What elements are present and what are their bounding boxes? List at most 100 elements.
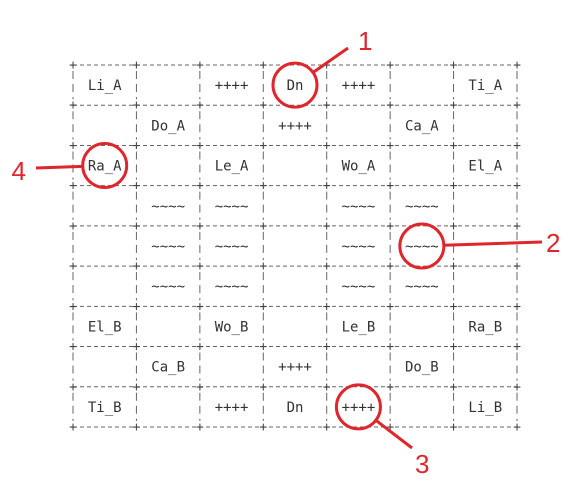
grid-corner-plus: + [196,259,204,274]
board-cell-label: ~~~~ [342,199,376,215]
grid-corner-plus: + [133,179,141,194]
board-cell-label: Le_A [215,159,249,175]
grid-corner-plus: + [450,420,458,435]
grid-corner-plus: + [69,219,77,234]
grid-corner-plus: + [323,420,331,435]
grid-corner-plus: + [196,219,204,234]
grid-corner-plus: + [386,219,394,234]
board-cell-label: Ti_A [468,78,502,94]
grid-corner-plus: + [513,299,521,314]
board-cell-label: ++++ [278,360,312,376]
callout-circle [334,383,382,431]
callout-number: 4 [12,156,26,186]
grid-corner-plus: + [386,380,394,395]
grid-corner-plus: + [259,58,267,73]
board-cell-label: ++++ [278,118,312,134]
callout-circle [81,142,129,190]
grid-corner-plus: + [450,98,458,113]
grid-corner-plus: + [133,58,141,73]
grid-corner-plus: + [513,380,521,395]
grid-corner-plus: + [69,259,77,274]
grid-corner-plus: + [450,259,458,274]
grid-corner-plus: + [69,179,77,194]
grid-corner-plus: + [133,340,141,355]
grid-corner-plus: + [323,98,331,113]
board-cell-label: Ca_A [405,118,439,134]
callout-leader-line [312,46,349,74]
board-cell-label: Li_B [468,400,502,416]
grid-corner-plus: + [386,299,394,314]
grid-corner-plus: + [259,219,267,234]
board-cell-label: ~~~~ [342,279,376,295]
grid-corner-plus: + [196,420,204,435]
board-cell-label: ++++ [342,400,376,416]
grid-corner-plus: + [133,299,141,314]
board-cell-label: ~~~~ [215,199,249,215]
grid-corner-plus: + [450,340,458,355]
grid-corner-plus: + [450,219,458,234]
grid-corner-plus: + [196,380,204,395]
callout-number: 3 [415,449,429,479]
grid-corner-plus: + [69,299,77,314]
board-cell-label: ~~~~ [151,279,185,295]
grid-corner-plus: + [69,340,77,355]
grid-corner-plus: + [196,58,204,73]
callout-circle [398,222,446,270]
grid-corner-plus: + [386,340,394,355]
board-cell-label: Le_B [342,319,376,335]
board-cell-label: ~~~~ [151,199,185,215]
board-cell-label: Wo_B [215,319,249,335]
grid-corner-plus: + [69,98,77,113]
grid-corner-plus: + [259,259,267,274]
grid-corner-plus: + [323,340,331,355]
board-cell-label: ~~~~ [342,239,376,255]
grid-corner-plus: + [133,98,141,113]
grid-corner-plus: + [450,299,458,314]
grid-corner-plus: + [513,138,521,153]
board-cell-label: ++++ [342,78,376,94]
board-cell-label: ~~~~ [215,279,249,295]
callout-circle [271,61,319,109]
grid-corner-plus: + [450,138,458,153]
grid-corner-plus: + [450,58,458,73]
grid-corner-plus: + [133,259,141,274]
board-cell-label: Wo_A [342,159,376,175]
grid-corner-plus: + [69,380,77,395]
board-cell-label: Do_A [151,118,185,134]
grid-corner-plus: + [513,259,521,274]
callout-number: 1 [358,26,372,56]
board-cell-label: ++++ [215,400,249,416]
grid-corner-plus: + [386,98,394,113]
board-cell-label: ~~~~ [405,199,439,215]
grid-corner-plus: + [513,179,521,194]
grid-corner-plus: + [513,420,521,435]
callout-leader-line [443,240,543,247]
grid-corner-plus: + [323,219,331,234]
grid-corner-plus: + [513,58,521,73]
grid-corner-plus: + [386,58,394,73]
grid-corner-plus: + [323,259,331,274]
grid-corner-plus: + [259,299,267,314]
grid-corner-plus: + [323,380,331,395]
grid-corner-plus: + [386,420,394,435]
grid-corner-plus: + [259,340,267,355]
grid-corner-plus: + [133,420,141,435]
grid-lines: ++++++++++++++++++++++++++++++++++++++++… [69,58,521,435]
grid-corner-plus: + [386,138,394,153]
grid-corner-plus: + [450,380,458,395]
callout-leader-line [374,419,413,450]
callout-leader-line [35,164,83,170]
grid-corner-plus: + [259,98,267,113]
grid-corner-plus: + [259,420,267,435]
grid-corner-plus: + [69,58,77,73]
board-cell-label: Ca_B [151,360,185,376]
board-cell-label: ++++ [215,78,249,94]
board-cell-label: ~~~~ [215,239,249,255]
board-cell-label: Dn [287,400,304,416]
grid-corner-plus: + [323,58,331,73]
board-cell-label: Ti_B [88,400,122,416]
grid-corner-plus: + [323,299,331,314]
grid-corner-plus: + [386,259,394,274]
board-cell-label: Ra_A [88,159,122,175]
